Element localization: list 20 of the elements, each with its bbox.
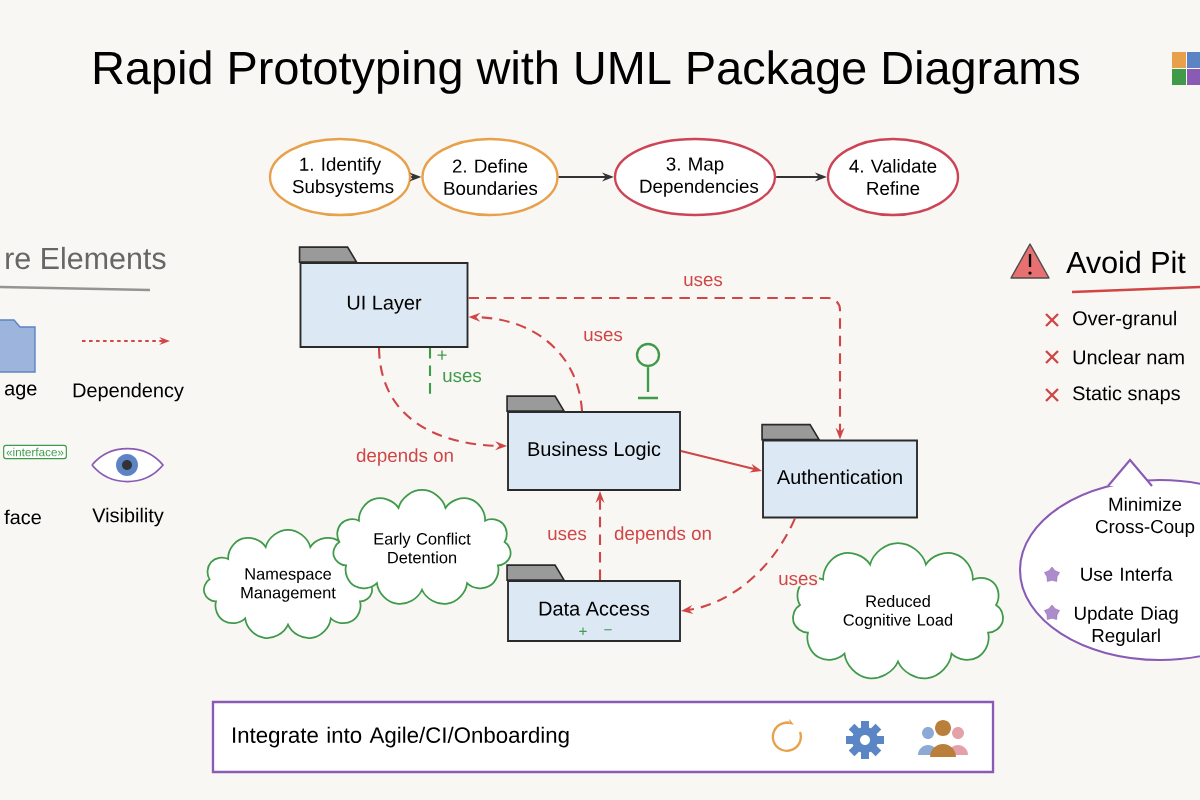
package-folder: UI Layer <box>298 246 469 348</box>
package-folder: Authentication <box>761 423 918 519</box>
element-label: Dependency <box>73 382 184 402</box>
minus-sign: − <box>604 629 612 631</box>
plus-sign: + <box>579 627 587 636</box>
edge-label: depends on <box>354 447 456 467</box>
element-label: Visibility <box>92 507 164 527</box>
plus-sign: + <box>437 350 447 360</box>
list-item: Unclear nam <box>1073 349 1184 365</box>
element-label: age <box>5 384 37 400</box>
title: Rapid Prototyping with UML Package Diagrams <box>94 50 1080 94</box>
list-item: Over-granul <box>1073 310 1176 330</box>
element-label: face <box>4 509 41 525</box>
list-item: Static snaps <box>1073 385 1180 405</box>
dependency-note: depends on <box>614 526 711 544</box>
banner-box: Integrate into Agile/CI/Onboarding <box>211 700 995 774</box>
section-heading: re Elements <box>6 246 166 270</box>
interface-tag: «interface» <box>3 444 67 460</box>
package-folder: Business Logic <box>506 395 681 491</box>
section-heading: Avoid Pit <box>1066 250 1186 274</box>
